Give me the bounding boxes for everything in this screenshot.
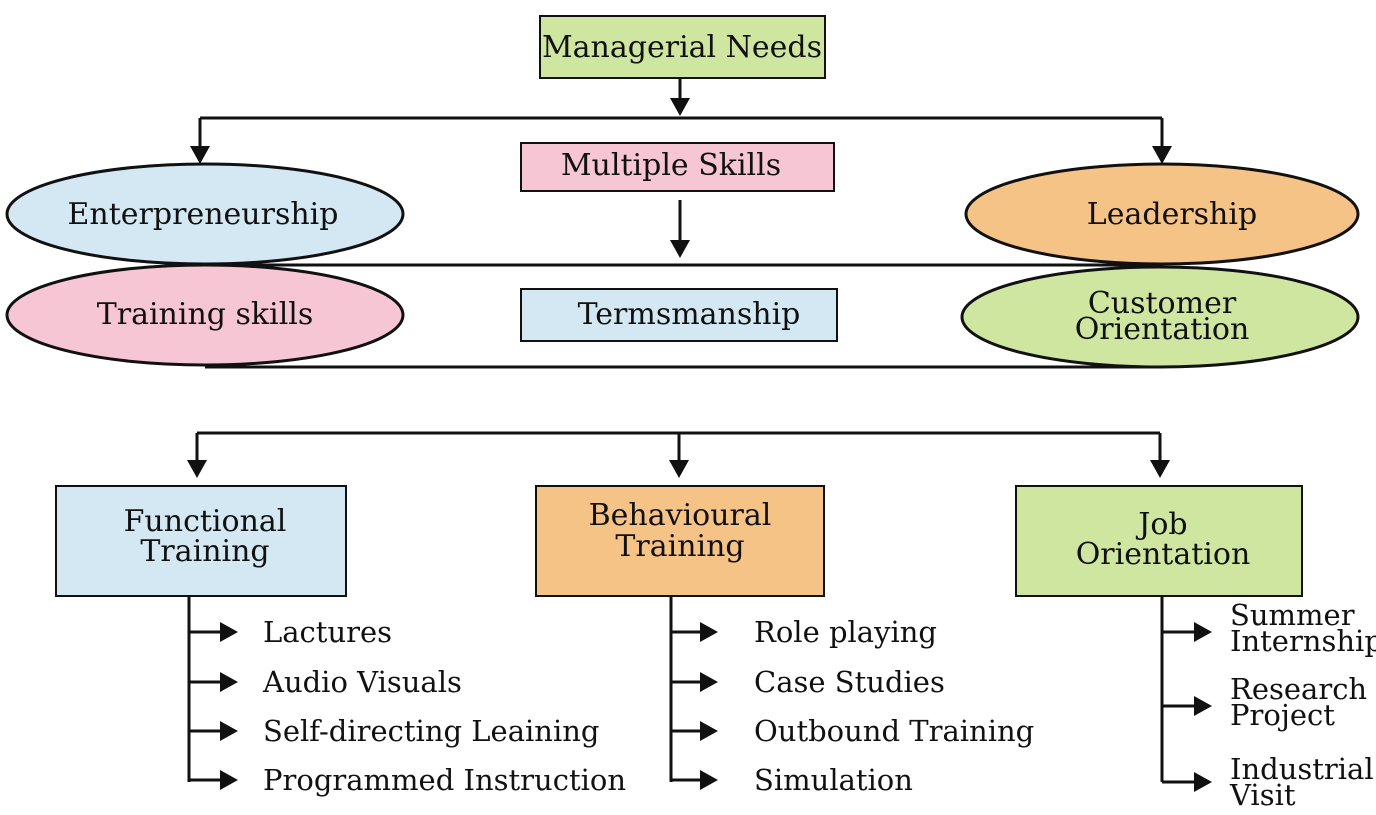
termsmanship-label: Termsmanship	[578, 297, 801, 332]
functional-training-title-line1: Functional	[124, 504, 287, 539]
arrowhead	[700, 622, 718, 642]
managerial-needs-label: Managerial Needs	[542, 30, 822, 65]
arrowhead	[220, 721, 238, 741]
job-orientation-title-line2: Orientation	[1076, 537, 1251, 572]
arrowhead	[670, 240, 690, 258]
arrowhead	[1150, 460, 1170, 478]
leadership-label: Leadership	[1087, 197, 1257, 232]
arrowhead	[1194, 772, 1212, 792]
behavioural-training-title-line1: Behavioural	[589, 498, 772, 533]
customer-orientation-label-line2: Orientation	[1075, 312, 1250, 347]
list-item: Lactures	[263, 615, 392, 649]
bottom-connectors	[187, 431, 1170, 782]
arrowhead	[1194, 696, 1212, 716]
behavioural-training-box	[535, 485, 825, 597]
behavioural-training-title-line2: Training	[615, 529, 744, 564]
customer-orientation-label-line1: Customer	[1088, 286, 1237, 321]
training-skills-label: Training skills	[97, 297, 314, 332]
arrowhead	[1152, 146, 1172, 164]
termsmanship-box	[520, 288, 838, 342]
list-item-line1: Research	[1230, 672, 1367, 706]
list-item-line1: Industrial	[1230, 752, 1374, 786]
arrowhead	[220, 622, 238, 642]
list-item: Simulation	[754, 763, 913, 797]
list-item-line2: Internship	[1230, 624, 1376, 658]
arrowhead	[187, 460, 207, 478]
job-orientation-box	[1015, 485, 1303, 597]
top-connectors	[190, 78, 1172, 369]
job-orientation-title-line1: Job	[1135, 507, 1187, 542]
list-item: Self-directing Leaining	[263, 714, 599, 748]
list-item-line1: Summer	[1230, 598, 1355, 632]
job-items: Summer Internship Research Project Indus…	[1162, 598, 1376, 812]
arrowhead	[700, 721, 718, 741]
list-item: Audio Visuals	[262, 665, 462, 699]
customer-orientation-ellipse	[960, 265, 1360, 369]
functional-training-title-line2: Training	[140, 534, 269, 569]
arrowhead	[670, 98, 690, 116]
arrowhead	[1194, 622, 1212, 642]
list-item: Case Studies	[754, 665, 945, 699]
functional-items: Lactures Audio Visuals Self-directing Le…	[189, 615, 626, 797]
list-item-line2: Project	[1230, 698, 1335, 732]
list-item-line2: Visit	[1229, 778, 1296, 812]
managerial-needs-box	[539, 15, 826, 79]
functional-training-box	[55, 485, 347, 597]
leadership-ellipse	[964, 162, 1360, 266]
enterpreneurship-label: Enterpreneurship	[68, 197, 339, 232]
multiple-skills-label: Multiple Skills	[561, 148, 781, 183]
arrowhead	[700, 770, 718, 790]
multiple-skills-box	[520, 142, 835, 192]
list-item: Outbound Training	[754, 714, 1034, 748]
arrowhead	[669, 460, 689, 478]
training-skills-ellipse	[5, 263, 405, 367]
list-item: Role playing	[754, 615, 937, 649]
behavioural-items: Role playing Case Studies Outbound Train…	[671, 615, 1034, 797]
arrowhead	[190, 146, 210, 164]
arrowhead	[700, 672, 718, 692]
list-item: Programmed Instruction	[263, 763, 626, 797]
arrowhead	[220, 672, 238, 692]
arrowhead	[220, 770, 238, 790]
